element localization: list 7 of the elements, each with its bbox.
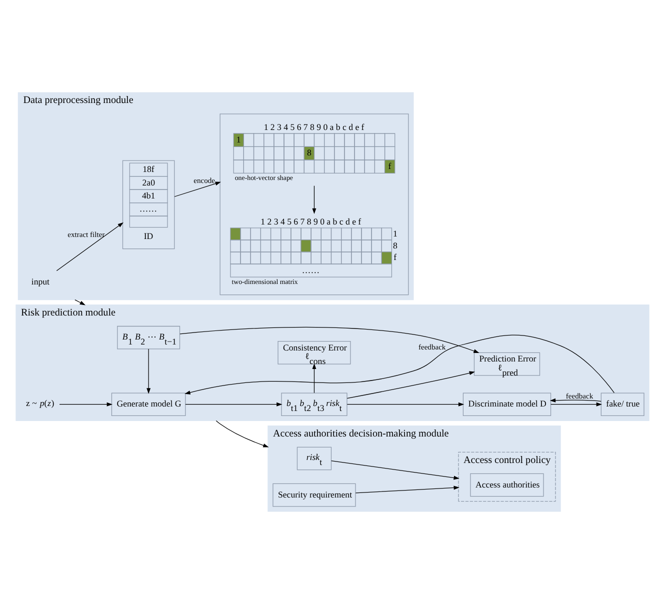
node-label: 8 (392, 240, 398, 250)
node-label: 1 (392, 228, 398, 238)
node-label: 1 2 3 4 5 6 7 8 9 0 a b c d e f (264, 122, 364, 132)
node-text: z ~ p(z) (26, 398, 54, 408)
node-label: f (394, 252, 397, 262)
node-label: 1 2 3 4 5 6 7 8 9 0 a b c d e f (260, 216, 362, 226)
node-text: input (31, 276, 50, 286)
